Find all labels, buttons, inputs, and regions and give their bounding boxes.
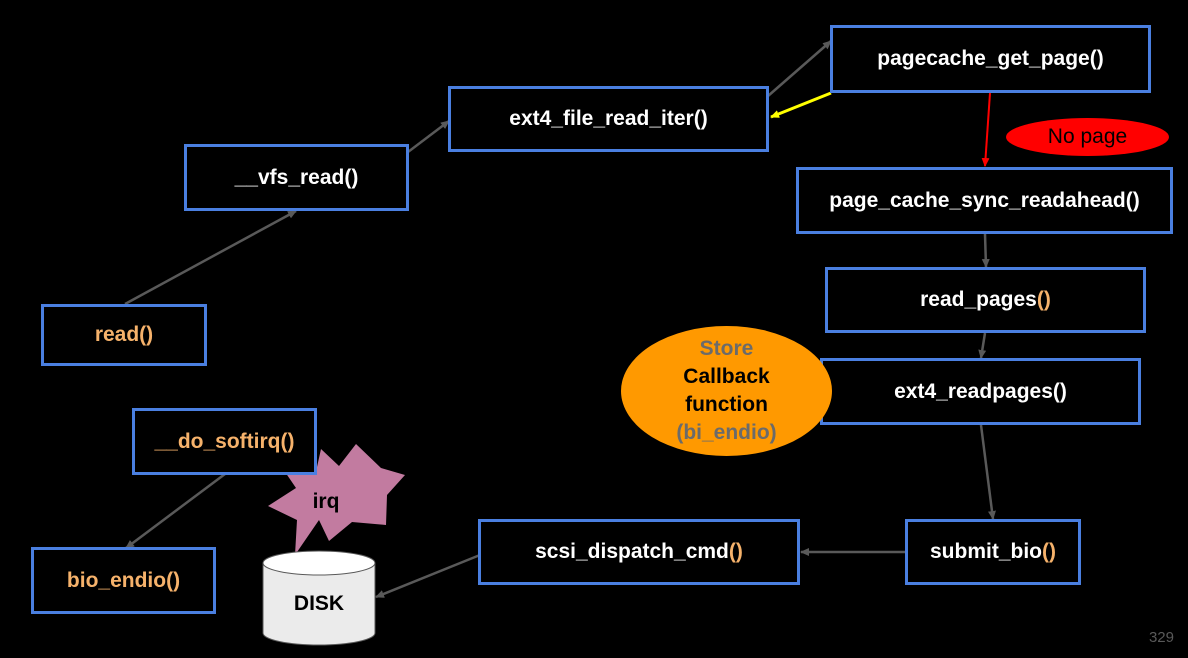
node-read: read() — [41, 304, 207, 366]
node-ext4-readpages: ext4_readpages() — [820, 358, 1141, 425]
node-ext4-readpages-label: ext4_readpages() — [894, 379, 1067, 403]
arrow-read-pages-to-ext4-readpages — [978, 332, 987, 359]
node-scsi-dispatch-cmd-paren: () — [728, 540, 743, 563]
arrow-read-to-vfs-read — [124, 209, 297, 306]
node-do-softirq: __do_softirq() — [132, 408, 317, 475]
page-number: 329 — [1148, 629, 1174, 646]
node-submit-bio: submit_bio() — [905, 519, 1081, 585]
arrow-sync-readahead-to-read-pages — [981, 233, 990, 268]
callback-note-line3: function — [685, 393, 768, 416]
callback-note: Store Callback function (bi_endio) — [621, 326, 832, 456]
node-read-pages: read_pages() — [825, 267, 1146, 333]
irq-label: irq — [312, 490, 340, 513]
node-vfs-read-label: __vfs_read() — [234, 165, 359, 189]
arrow-ext4-file-read-iter-to-pagecache-get-page — [767, 40, 832, 97]
node-read-pages-paren: () — [1036, 288, 1051, 311]
no-page-label: No page — [1047, 125, 1128, 148]
arrow-scsi-dispatch-cmd-to-disk — [375, 553, 481, 599]
node-read-label: read() — [94, 323, 154, 346]
node-scsi-dispatch-cmd-label: scsi_dispatch_cmd — [535, 540, 729, 563]
arrow-pagecache-get-page-return — [770, 91, 832, 119]
node-do-softirq-label: __do_softirq() — [154, 429, 295, 453]
node-bio-endio: bio_endio() — [31, 547, 216, 614]
callback-note-line2: Callback — [683, 365, 770, 388]
callback-note-line4: (bi_endio) — [676, 421, 777, 444]
arrow-do-softirq-to-bio-endio — [125, 472, 226, 550]
node-page-cache-sync-readahead: page_cache_sync_readahead() — [796, 167, 1173, 234]
disk-label: DISK — [293, 592, 345, 615]
no-page-badge: No page — [1006, 118, 1169, 156]
node-submit-bio-paren: () — [1042, 540, 1056, 563]
node-ext4-file-read-iter-label: ext4_file_read_iter() — [509, 107, 708, 130]
node-submit-bio-label: submit_bio — [929, 540, 1042, 563]
node-bio-endio-label: bio_endio() — [66, 568, 181, 592]
node-vfs-read: __vfs_read() — [184, 144, 409, 211]
arrow-no-page-to-sync-readahead — [981, 92, 991, 167]
node-read-pages-label: read_pages — [920, 288, 1037, 311]
disk-cylinder — [262, 550, 376, 646]
node-pagecache-get-page: pagecache_get_page() — [830, 25, 1151, 93]
arrow-vfs-read-to-ext4-file-read-iter — [407, 120, 450, 153]
node-pagecache-get-page-label: pagecache_get_page() — [877, 47, 1104, 70]
node-ext4-file-read-iter: ext4_file_read_iter() — [448, 86, 769, 152]
node-scsi-dispatch-cmd: scsi_dispatch_cmd() — [478, 519, 800, 585]
arrow-ext4-readpages-to-submit-bio — [979, 424, 996, 520]
node-page-cache-sync-readahead-label: page_cache_sync_readahead() — [829, 188, 1140, 212]
callback-note-line1: Store — [699, 337, 754, 360]
